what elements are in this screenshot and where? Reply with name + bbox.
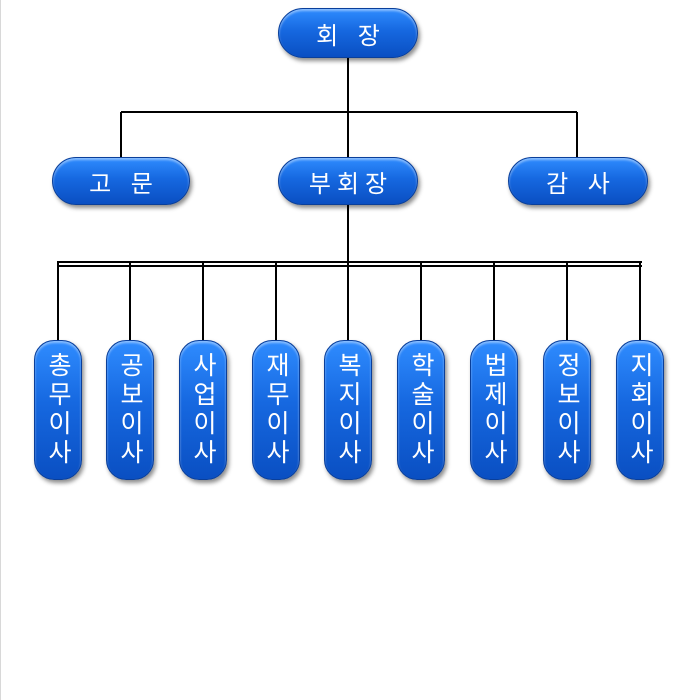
node-vice-president[interactable]: 부회장: [278, 157, 418, 205]
node-auditor[interactable]: 감 사: [508, 157, 648, 205]
left-border-line: [0, 0, 1, 700]
node-auditor-label: 감 사: [546, 169, 616, 198]
director-label: 재무이사: [262, 352, 291, 468]
director-label: 법제이사: [480, 352, 509, 468]
node-president-label: 회 장: [316, 21, 386, 50]
node-director-information[interactable]: 정보이사: [543, 340, 591, 480]
director-label: 사업이사: [189, 352, 218, 468]
director-label: 공보이사: [116, 352, 145, 468]
node-president[interactable]: 회 장: [278, 8, 418, 58]
node-director-general[interactable]: 총무이사: [34, 340, 82, 480]
node-director-academic[interactable]: 학술이사: [397, 340, 445, 480]
director-label: 정보이사: [553, 352, 582, 468]
director-label: 학술이사: [407, 352, 436, 468]
node-advisor[interactable]: 고 문: [52, 157, 190, 205]
node-director-welfare[interactable]: 복지이사: [324, 340, 372, 480]
director-label: 총무이사: [44, 352, 73, 468]
node-director-branch[interactable]: 지회이사: [616, 340, 664, 480]
node-vice-president-label: 부회장: [308, 169, 394, 198]
node-advisor-label: 고 문: [89, 169, 159, 198]
director-label: 지회이사: [626, 352, 655, 468]
director-label: 복지이사: [334, 352, 363, 468]
node-director-pr[interactable]: 공보이사: [106, 340, 154, 480]
node-director-finance[interactable]: 재무이사: [252, 340, 300, 480]
node-director-business[interactable]: 사업이사: [179, 340, 227, 480]
node-director-legal[interactable]: 법제이사: [470, 340, 518, 480]
